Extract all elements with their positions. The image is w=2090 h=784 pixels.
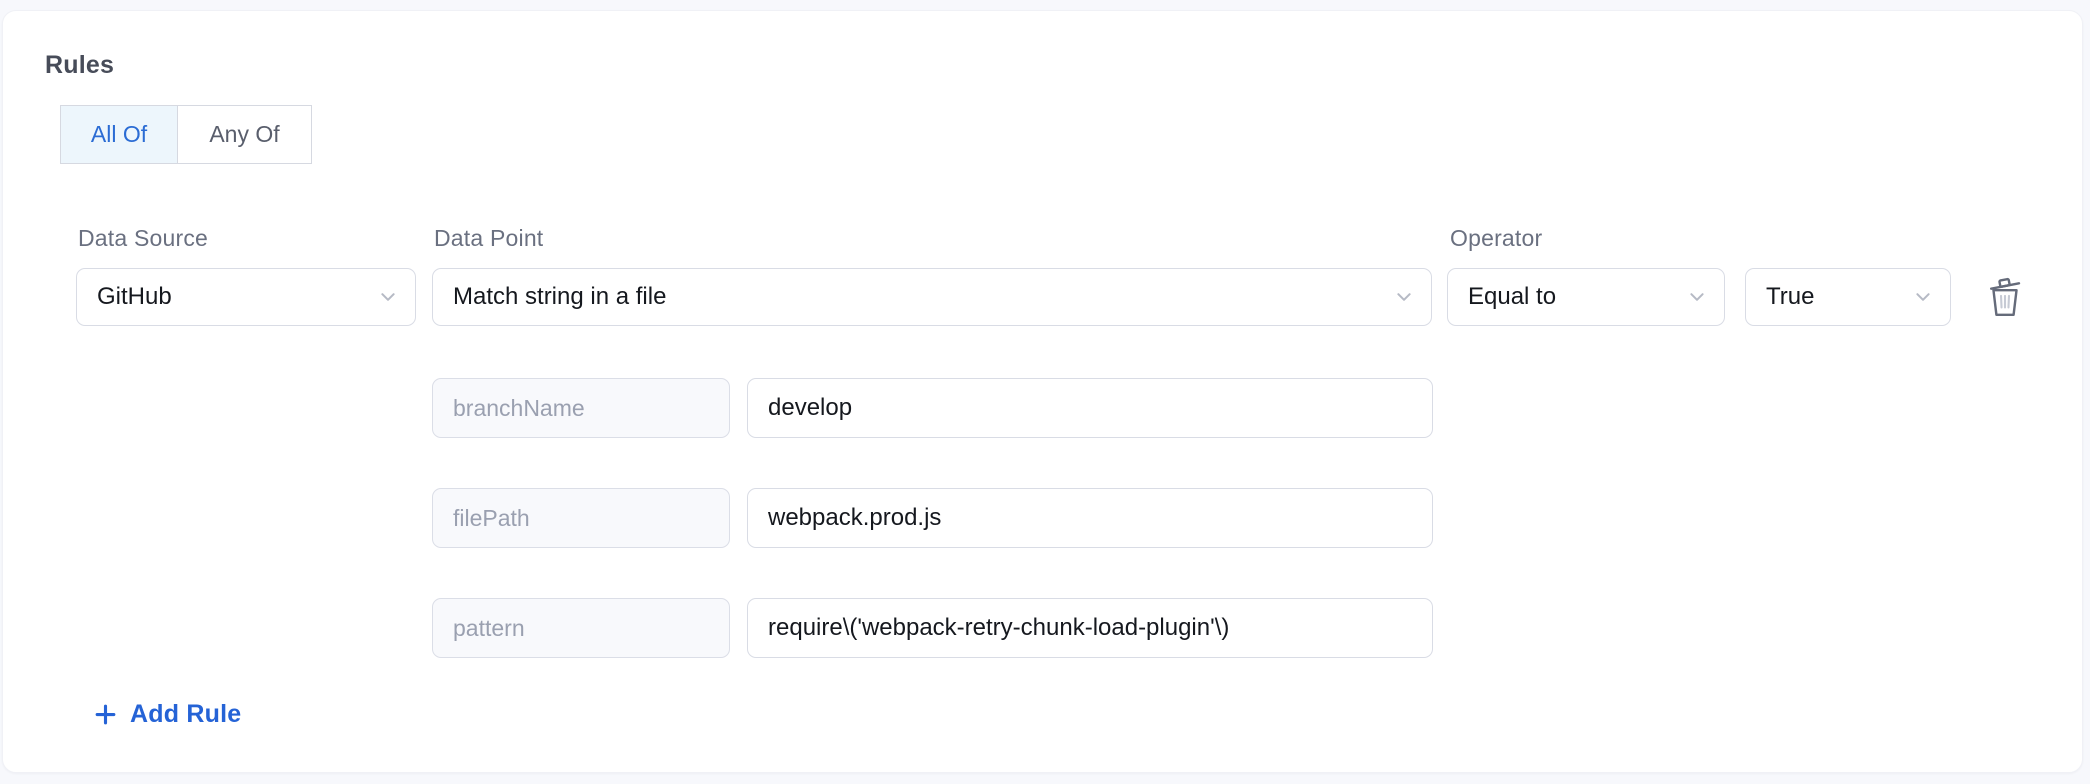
param-key-field: branchName [432, 378, 730, 438]
data-point-label: Data Point [434, 225, 544, 251]
trash-icon [1986, 275, 2024, 322]
param-value-input[interactable] [747, 378, 1433, 438]
operator-label: Operator [1450, 225, 1543, 251]
data-point-selected-value: Match string in a file [453, 283, 667, 310]
param-value-input[interactable] [747, 488, 1433, 548]
data-source-label: Data Source [78, 225, 209, 251]
rules-section-title: Rules [45, 51, 115, 79]
rules-card: Rules All Of Any Of Data Source Data Poi… [2, 10, 2083, 773]
expected-value-selected-value: True [1766, 283, 1815, 310]
param-value-input[interactable] [747, 598, 1433, 658]
chevron-down-icon [1688, 288, 1706, 306]
data-source-selected-value: GitHub [97, 283, 172, 310]
expected-value-select[interactable]: True [1745, 268, 1951, 326]
match-mode-segmented-control: All Of Any Of [60, 105, 312, 164]
delete-rule-button[interactable] [1981, 273, 2029, 323]
operator-selected-value: Equal to [1468, 283, 1557, 310]
param-key-field: pattern [432, 598, 730, 658]
chevron-down-icon [379, 288, 397, 306]
operator-select[interactable]: Equal to [1447, 268, 1725, 326]
data-point-select[interactable]: Match string in a file [432, 268, 1432, 326]
data-source-select[interactable]: GitHub [76, 268, 416, 326]
add-rule-button[interactable]: Add Rule [93, 697, 241, 731]
any-of-button[interactable]: Any Of [177, 105, 312, 164]
chevron-down-icon [1395, 288, 1413, 306]
chevron-down-icon [1914, 288, 1932, 306]
plus-icon [93, 702, 118, 727]
all-of-button[interactable]: All Of [60, 105, 178, 164]
add-rule-label: Add Rule [130, 699, 242, 728]
param-key-field: filePath [432, 488, 730, 548]
